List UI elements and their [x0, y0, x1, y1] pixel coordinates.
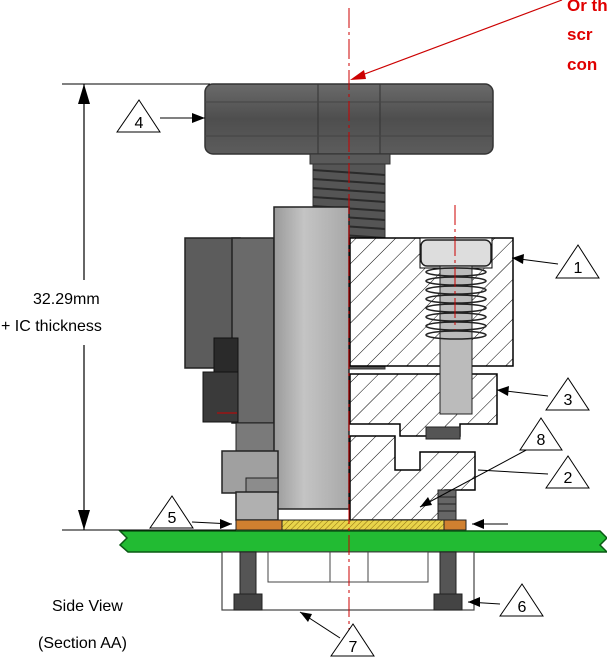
spring-coil	[425, 267, 487, 277]
spring-coil	[425, 303, 487, 313]
callout-2-label: 2	[564, 470, 573, 487]
right-pin	[437, 489, 457, 521]
spring-coil	[425, 276, 487, 286]
note-line-1: Or th	[567, 0, 607, 15]
callout-8: 8	[519, 417, 563, 451]
callout-4: 4	[116, 99, 161, 133]
left-housing	[184, 237, 277, 452]
callout-6-label: 6	[518, 599, 527, 616]
dimension-line	[62, 83, 236, 531]
callout-2: 2	[545, 455, 590, 489]
callout-7-label: 7	[349, 639, 358, 656]
note-line-2: scr	[567, 25, 593, 44]
callout-8-label: 8	[537, 432, 546, 449]
callout-5: 5	[149, 495, 194, 529]
dimension-value: 32.29mm	[33, 291, 100, 308]
spring-coil	[425, 321, 487, 331]
spring-coil	[425, 330, 487, 340]
callout-3: 3	[545, 377, 590, 411]
note-leader	[350, 0, 563, 80]
spring-coil	[425, 312, 487, 322]
spring-coil	[425, 285, 487, 295]
center-lines	[348, 8, 456, 645]
callout-1-label: 1	[574, 260, 583, 277]
leader-arrowheads	[192, 113, 524, 622]
pcb-board	[118, 530, 607, 553]
spring-coil	[425, 294, 487, 304]
callout-4-label: 4	[135, 115, 144, 132]
bottom-backplate	[221, 551, 475, 611]
dimension-note: + IC thickness	[1, 318, 102, 335]
callout-1: 1	[555, 244, 600, 279]
ic-and-contacts	[235, 519, 467, 531]
lower-base-left	[221, 450, 279, 521]
note-line-3: con	[567, 55, 597, 74]
center-block	[273, 206, 350, 510]
callout-5-label: 5	[168, 510, 177, 527]
callout-3-label: 3	[564, 392, 573, 409]
right-section-hatched	[349, 237, 514, 521]
spring-screw	[420, 239, 492, 415]
callout-6: 6	[499, 583, 544, 617]
thread-line	[312, 187, 386, 194]
caption-subtitle: (Section AA)	[38, 635, 127, 652]
callout-7: 7	[330, 623, 375, 657]
caption-title: Side View	[52, 598, 123, 615]
